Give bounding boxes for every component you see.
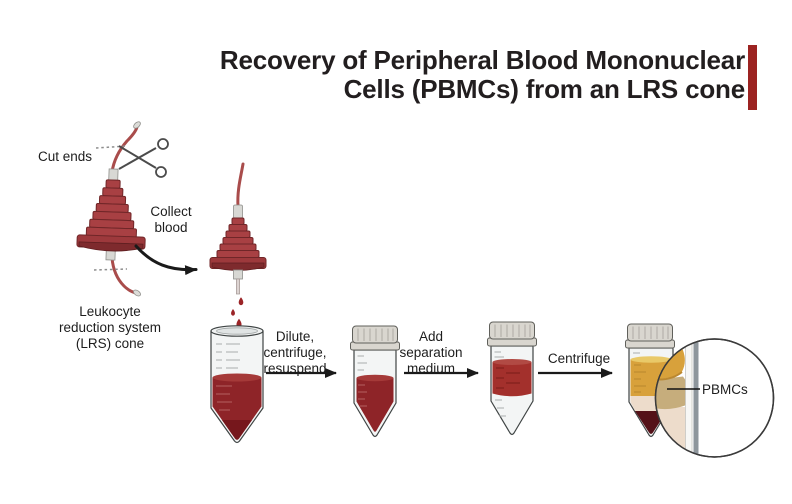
- lrs-cone-2: [209, 162, 267, 295]
- collect-blood-label: Collect blood: [150, 204, 192, 235]
- step2-label: Add separation medium: [399, 329, 463, 376]
- cut-ends-label: Cut ends: [38, 149, 93, 164]
- step1-label: Dilute, centrifuge, resuspend: [263, 329, 327, 376]
- blood-drip-icons: [231, 297, 244, 328]
- page-title: Recovery of Peripheral Blood Mononuclear…: [219, 45, 745, 104]
- tube-whole-blood: [210, 325, 264, 444]
- lrs-cone-label: Leukocyte reduction system (LRS) cone: [58, 304, 162, 351]
- scissors-icon: [118, 138, 169, 178]
- tubing-upper: [110, 125, 139, 174]
- pbmcs-label: PBMCs: [702, 382, 748, 397]
- collect-blood-arrow: [134, 244, 198, 276]
- lrs-cone-1: [76, 121, 146, 297]
- tubing-lower: [110, 256, 138, 295]
- title-accent-bar: [748, 45, 757, 110]
- tube-diluted-blood: [350, 325, 400, 438]
- step3-label: Centrifuge: [547, 351, 611, 366]
- tube-separation-medium: [487, 321, 537, 436]
- lower-cut-dashed-line: [93, 268, 128, 271]
